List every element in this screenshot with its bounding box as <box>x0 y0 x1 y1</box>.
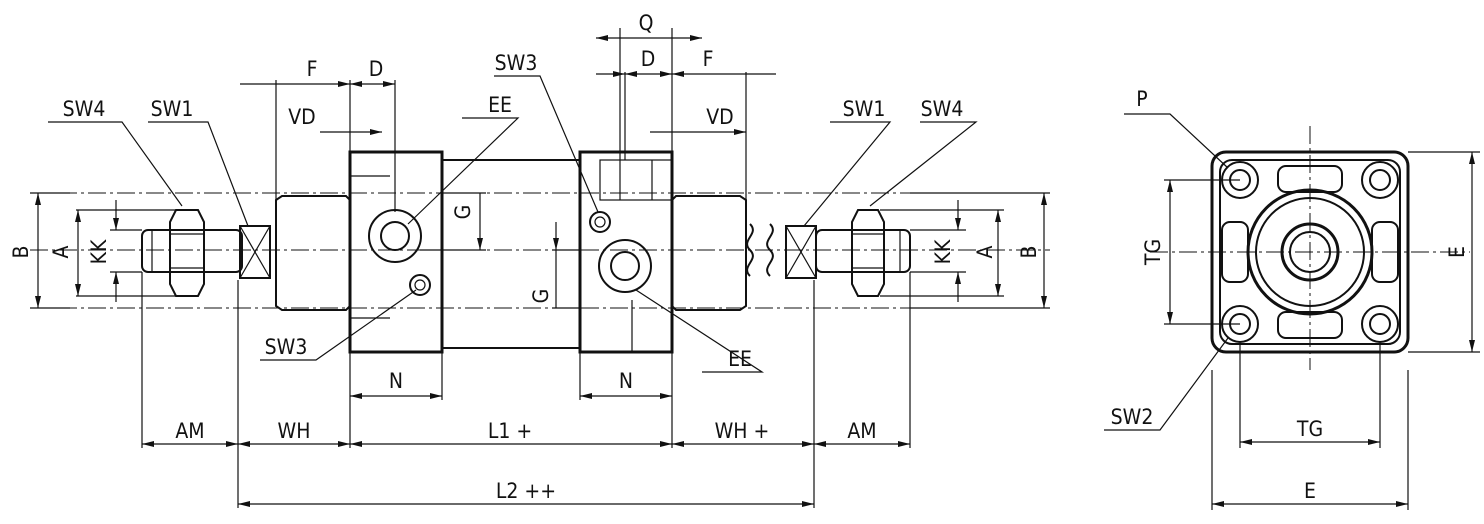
right-piston-rod <box>815 229 911 273</box>
label-am-left: AM <box>175 419 204 443</box>
label-ee-bottom: EE <box>728 347 752 371</box>
label-d-right: D <box>641 47 656 71</box>
right-nut <box>851 209 885 297</box>
label-sw4-right: SW4 <box>921 97 964 121</box>
label-sw3-top: SW3 <box>495 51 538 75</box>
label-l2: L2 ++ <box>496 479 556 503</box>
label-g-upper: G <box>451 205 475 220</box>
right-end-cap <box>671 195 747 311</box>
label-e-horizontal: E <box>1304 479 1316 503</box>
left-head-block <box>348 150 444 354</box>
label-am-right: AM <box>847 419 876 443</box>
label-ee-top: EE <box>488 93 512 117</box>
left-piston-rod <box>141 229 243 273</box>
side-view <box>30 28 1050 508</box>
label-tg-vertical: TG <box>1141 239 1165 266</box>
left-end-cap <box>275 195 351 311</box>
label-a-right: A <box>973 245 997 258</box>
label-sw4-left: SW4 <box>63 97 106 121</box>
end-view <box>1104 113 1480 510</box>
label-e-vertical: E <box>1445 246 1469 258</box>
label-tg-horizontal: TG <box>1296 417 1323 441</box>
dimension-labels: Q F D VD D F VD SW3 EE SW4 SW1 SW1 SW4 S… <box>9 11 1469 503</box>
label-n-left: N <box>389 369 403 393</box>
label-a-left: A <box>49 245 73 258</box>
label-p: P <box>1136 87 1147 111</box>
label-wh-right: WH + <box>715 419 770 443</box>
label-sw1-right: SW1 <box>843 97 886 121</box>
label-vd-right: VD <box>706 105 733 129</box>
label-g-lower: G <box>529 289 553 304</box>
label-q: Q <box>639 11 654 35</box>
left-wrench-flat <box>239 225 271 279</box>
label-n-right: N <box>619 369 633 393</box>
label-b-left: B <box>9 246 33 259</box>
label-sw1-left: SW1 <box>151 97 194 121</box>
label-kk-left: KK <box>87 239 111 264</box>
left-nut <box>169 209 205 297</box>
label-l1: L1 + <box>488 419 532 443</box>
label-sw3-bottom: SW3 <box>265 335 308 359</box>
label-sw2: SW2 <box>1111 405 1154 429</box>
label-kk-right: KK <box>931 239 955 264</box>
label-vd-left: VD <box>288 105 315 129</box>
label-wh-left: WH <box>278 419 311 443</box>
label-d-left: D <box>369 57 384 81</box>
label-b-right: B <box>1017 246 1041 259</box>
label-f-right: F <box>703 47 714 71</box>
end-plate <box>1210 150 1410 354</box>
label-f-left: F <box>307 57 318 81</box>
